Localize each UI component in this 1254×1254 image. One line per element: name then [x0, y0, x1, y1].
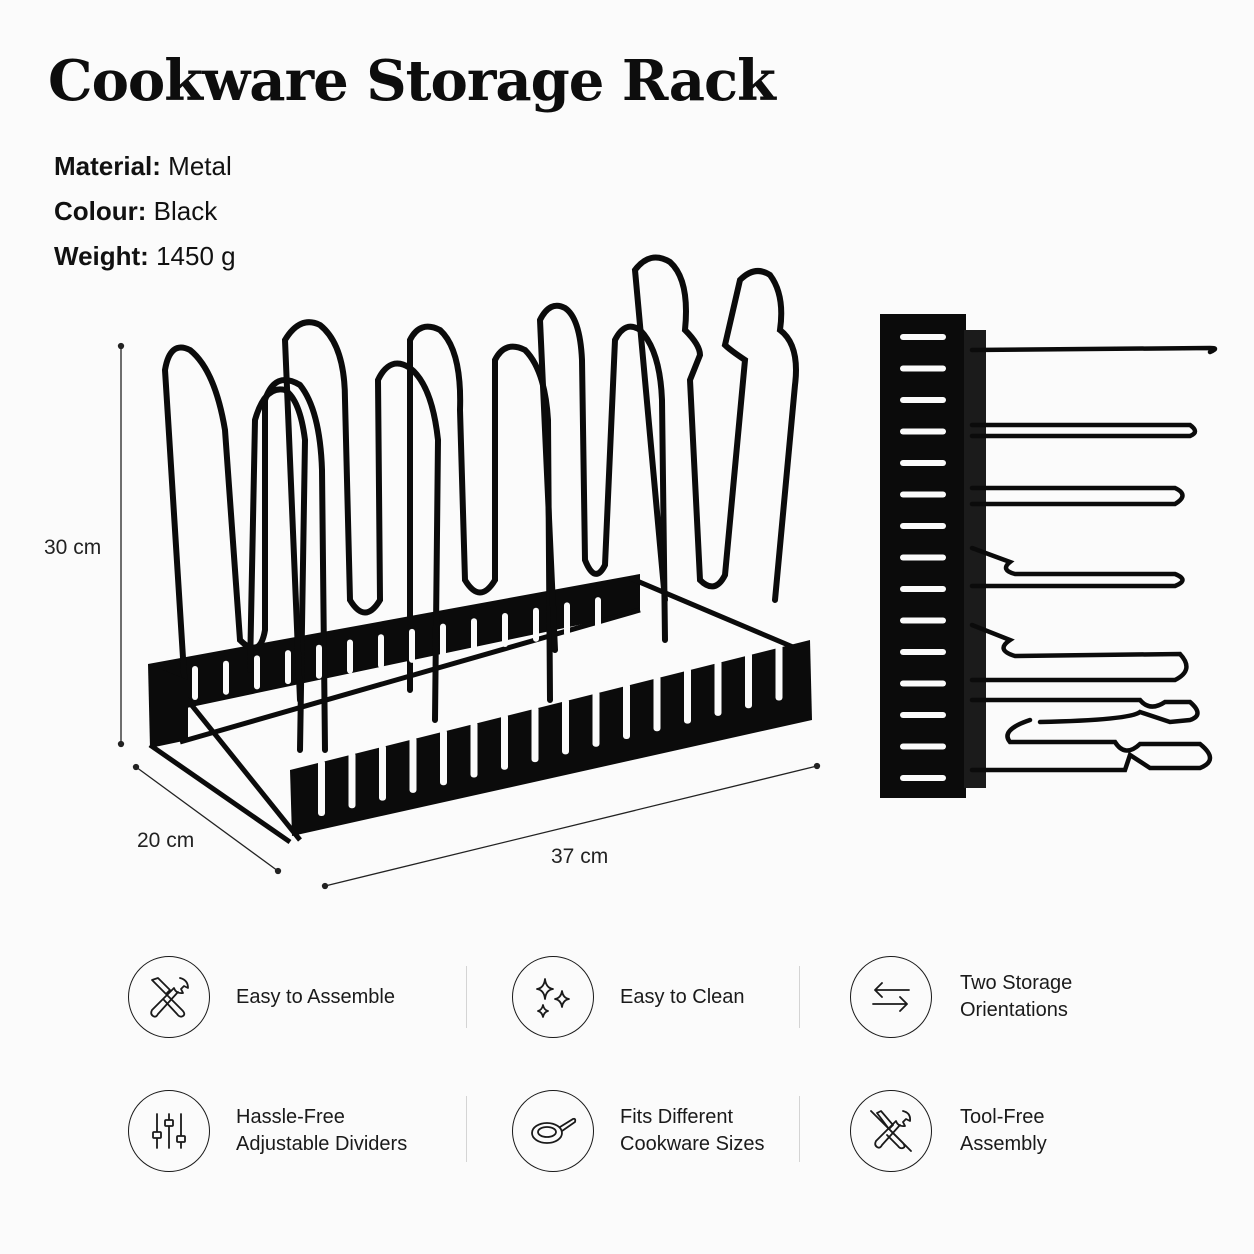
panel-slot — [653, 675, 661, 732]
feature-line: Fits Different — [620, 1106, 733, 1128]
width-dimension-label: 37 cm — [551, 845, 609, 868]
spec-value: Metal — [168, 151, 232, 181]
feature-text: Easy to Assemble — [236, 984, 395, 1011]
tools-icon — [128, 956, 210, 1038]
feature-easy-assemble: Easy to Assemble — [128, 956, 395, 1038]
panel-slot — [745, 652, 752, 709]
panel-slot — [254, 655, 260, 690]
panel-slot — [378, 634, 384, 669]
panel-slot — [900, 680, 946, 687]
spec-value: 1450 g — [156, 241, 236, 271]
panel-slot — [409, 628, 415, 663]
feature-tool-free: Tool-Free Assembly — [850, 1090, 1047, 1172]
feature-two-orientations: Two Storage Orientations — [850, 956, 1072, 1038]
panel-slot — [900, 428, 946, 435]
panel-slot — [502, 613, 508, 647]
panel-slot — [348, 752, 356, 809]
panel-slot — [440, 623, 446, 658]
panel-slot — [623, 683, 630, 739]
rack-side-view — [880, 314, 1218, 798]
feature-line: Cookware Sizes — [620, 1133, 765, 1155]
rack-front-view — [148, 254, 812, 845]
divider — [466, 966, 467, 1028]
sparkle-icon — [512, 956, 594, 1038]
panel-slot — [531, 706, 539, 763]
panel-slot — [900, 743, 946, 750]
panel-slot — [900, 554, 946, 561]
panel-slot — [775, 644, 783, 701]
feature-line: Hassle-Free — [236, 1106, 345, 1128]
divider — [799, 1096, 800, 1162]
panel-slot — [592, 690, 600, 747]
dimension-lines — [117, 342, 821, 890]
panel-slot — [192, 666, 198, 700]
frying-pan-icon — [512, 1090, 594, 1172]
spec-weight: Weight: 1450 g — [54, 234, 236, 279]
feature-line: Adjustable Dividers — [236, 1133, 408, 1155]
panel-slot — [900, 365, 946, 372]
panel-slot — [379, 744, 386, 801]
spec-label: Material: — [54, 151, 161, 181]
panel-slot — [900, 491, 946, 498]
panel-slot — [316, 644, 322, 679]
feature-easy-clean: Easy to Clean — [512, 956, 745, 1038]
feature-adjustable-dividers: Hassle-Free Adjustable Dividers — [128, 1090, 407, 1172]
panel-slot — [900, 523, 946, 529]
feature-line: Easy to Clean — [620, 985, 745, 1008]
swap-arrows-icon — [850, 956, 932, 1038]
no-tools-icon — [850, 1090, 932, 1172]
feature-text: Tool-Free Assembly — [960, 1104, 1047, 1158]
page-title: Cookware Storage Rack — [48, 48, 776, 114]
spec-colour: Colour: Black — [54, 189, 236, 234]
panel-slot — [347, 639, 353, 674]
feature-line: Assembly — [960, 1133, 1047, 1155]
feature-line: Tool-Free — [960, 1106, 1045, 1128]
panel-slot — [900, 649, 946, 655]
spec-list: Material: Metal Colour: Black Weight: 14… — [54, 144, 236, 279]
panel-slot — [900, 712, 946, 718]
panel-slot — [564, 602, 570, 637]
sliders-icon — [128, 1090, 210, 1172]
panel-slot — [595, 597, 601, 632]
spec-value: Black — [153, 196, 218, 226]
spec-label: Weight: — [54, 241, 149, 271]
feature-text: Fits Different Cookware Sizes — [620, 1104, 765, 1158]
panel-slot — [285, 650, 291, 685]
feature-line: Easy to Assemble — [236, 985, 395, 1008]
product-illustration — [117, 254, 1218, 890]
panel-slot — [471, 618, 477, 653]
panel-slot — [562, 698, 569, 755]
height-dimension-label: 30 cm — [44, 536, 102, 559]
panel-slot — [900, 334, 946, 340]
panel-slot — [900, 586, 946, 592]
panel-slot — [470, 721, 478, 778]
divider — [466, 1096, 467, 1162]
feature-line: Orientations — [960, 999, 1068, 1021]
panel-slot — [900, 460, 946, 466]
panel-slot — [533, 607, 539, 642]
panel-slot — [900, 775, 946, 781]
feature-text: Easy to Clean — [620, 984, 745, 1011]
spec-material: Material: Metal — [54, 144, 236, 189]
panel-slot — [440, 729, 447, 786]
panel-slot — [900, 397, 946, 403]
panel-slot — [714, 659, 722, 716]
panel-slot — [501, 713, 508, 770]
feature-line: Two Storage — [960, 972, 1073, 994]
spec-label: Colour: — [54, 196, 147, 226]
divider — [799, 966, 800, 1028]
feature-cookware-sizes: Fits Different Cookware Sizes — [512, 1090, 765, 1172]
depth-dimension-label: 20 cm — [137, 829, 195, 852]
feature-text: Hassle-Free Adjustable Dividers — [236, 1104, 407, 1158]
panel-slot — [684, 667, 691, 724]
panel-slot — [318, 760, 325, 816]
panel-slot — [223, 660, 229, 695]
panel-slot — [409, 736, 417, 793]
feature-text: Two Storage Orientations — [960, 970, 1072, 1024]
panel-slot — [900, 617, 946, 624]
